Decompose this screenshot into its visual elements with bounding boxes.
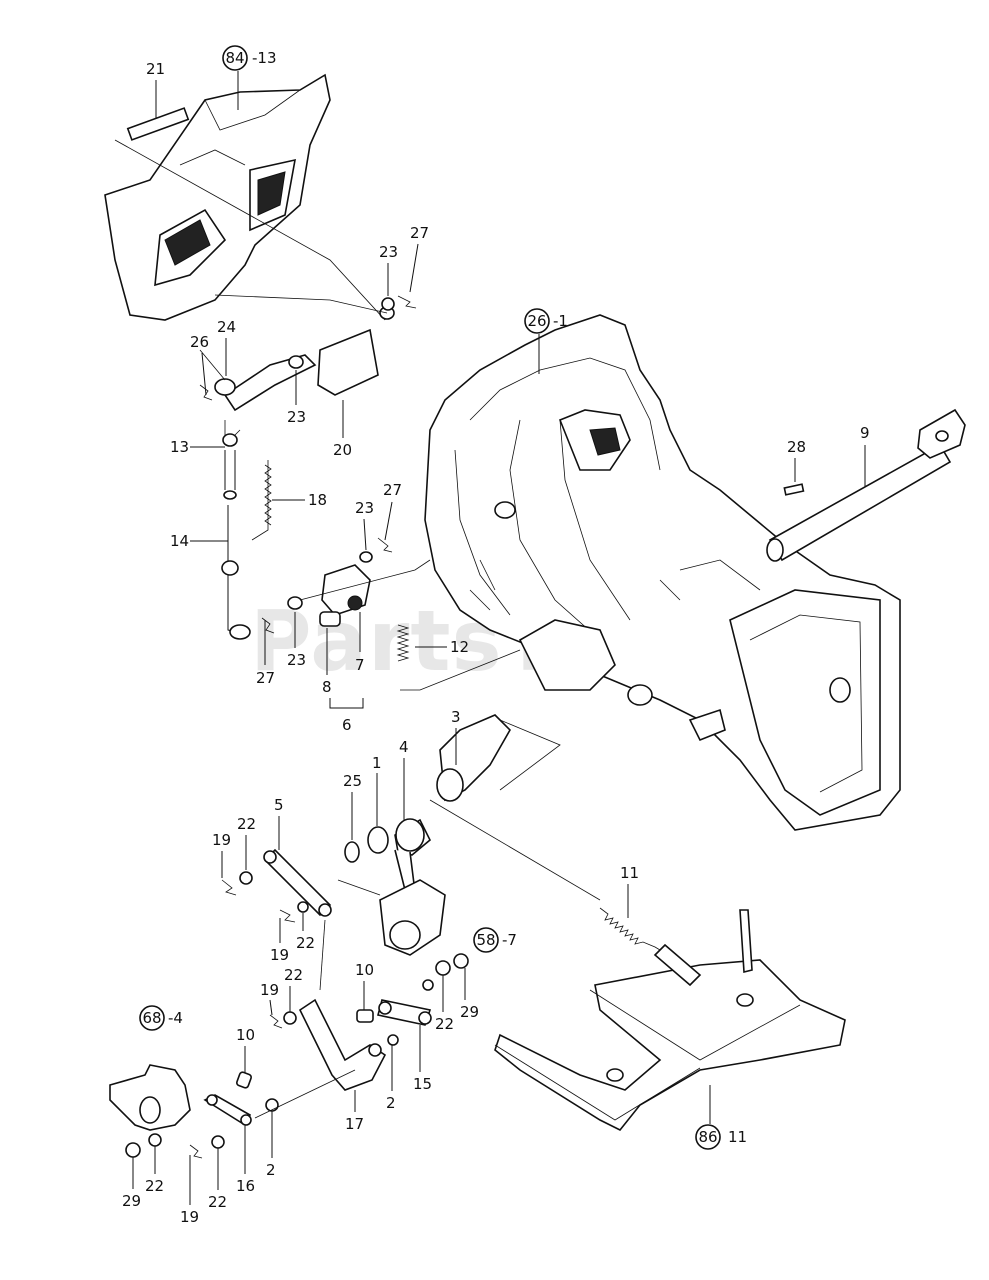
rods-and-spring xyxy=(221,450,272,640)
label-27c: 27 xyxy=(256,669,275,687)
label-11: 11 xyxy=(620,864,639,882)
label-29: 29 xyxy=(460,1003,479,1021)
label-6: 6 xyxy=(342,716,352,734)
svg-text:-4: -4 xyxy=(168,1009,183,1027)
label-2: 2 xyxy=(386,1094,396,1112)
svg-text:-7: -7 xyxy=(502,931,517,949)
label-13: 13 xyxy=(170,438,189,456)
label-10: 10 xyxy=(355,961,374,979)
leader-lines xyxy=(114,139,601,1119)
svg-text:58: 58 xyxy=(476,931,495,949)
pedal-arm xyxy=(269,998,432,1091)
label-19c: 19 xyxy=(260,981,279,999)
svg-text:-13: -13 xyxy=(252,49,277,67)
label-8: 8 xyxy=(322,678,332,696)
label-15: 15 xyxy=(413,1075,432,1093)
label-23d: 23 xyxy=(287,651,306,669)
label-22f: 22 xyxy=(208,1193,227,1211)
label-14: 14 xyxy=(170,532,189,550)
svg-text:86: 86 xyxy=(698,1128,717,1146)
label-22d: 22 xyxy=(435,1015,454,1033)
label-27: 27 xyxy=(410,224,429,242)
lower-left-bracket xyxy=(109,1064,279,1159)
transmission-housing xyxy=(424,314,901,831)
label-28: 28 xyxy=(787,438,806,456)
label-29b: 29 xyxy=(122,1192,141,1210)
floor-bracket xyxy=(494,909,846,1132)
label-9: 9 xyxy=(860,424,870,442)
part-labels: 21 23 27 24 26 23 20 13 18 14 23 27 23 2… xyxy=(122,60,870,1226)
label-18: 18 xyxy=(308,491,327,509)
svg-text:68: 68 xyxy=(142,1009,161,1027)
svg-text:-1: -1 xyxy=(553,312,568,330)
label-22: 22 xyxy=(237,815,256,833)
spring-11 xyxy=(599,907,661,951)
label-20: 20 xyxy=(333,441,352,459)
bracket-6 xyxy=(329,698,364,709)
callout-58: 58 -7 xyxy=(473,927,517,953)
svg-text:84: 84 xyxy=(225,49,244,67)
label-21: 21 xyxy=(146,60,165,78)
arm-assembly xyxy=(287,551,410,662)
label-4: 4 xyxy=(399,738,409,756)
callout-86: 86 11 xyxy=(695,1085,747,1150)
label-22e: 22 xyxy=(145,1177,164,1195)
label-23: 23 xyxy=(379,243,398,261)
label-17: 17 xyxy=(345,1115,364,1133)
label-19b: 19 xyxy=(270,946,289,964)
label-23b: 23 xyxy=(287,408,306,426)
label-19: 19 xyxy=(212,831,231,849)
shifter-forks xyxy=(344,714,511,894)
label-10b: 10 xyxy=(236,1026,255,1044)
label-27b: 27 xyxy=(383,481,402,499)
label-25: 25 xyxy=(343,772,362,790)
callout-68: 68 -4 xyxy=(139,1005,183,1031)
label-22b: 22 xyxy=(296,934,315,952)
label-2b: 2 xyxy=(266,1161,276,1179)
label-26: 26 xyxy=(190,333,209,351)
label-16: 16 xyxy=(236,1177,255,1195)
callout-84: 84 -13 xyxy=(222,45,277,110)
label-1: 1 xyxy=(372,754,382,772)
svg-text:26: 26 xyxy=(527,312,546,330)
label-19d: 19 xyxy=(180,1208,199,1226)
callout-26: 26 -1 xyxy=(524,308,568,374)
label-12: 12 xyxy=(450,638,469,656)
shaft-assembly xyxy=(766,408,966,562)
label-22c: 22 xyxy=(284,966,303,984)
label-5: 5 xyxy=(274,796,284,814)
label-23c: 23 xyxy=(355,499,374,517)
label-7: 7 xyxy=(355,656,365,674)
label-3: 3 xyxy=(451,708,461,726)
svg-text:11: 11 xyxy=(728,1128,747,1146)
label-24: 24 xyxy=(217,318,236,336)
lower-linkage xyxy=(221,848,469,991)
